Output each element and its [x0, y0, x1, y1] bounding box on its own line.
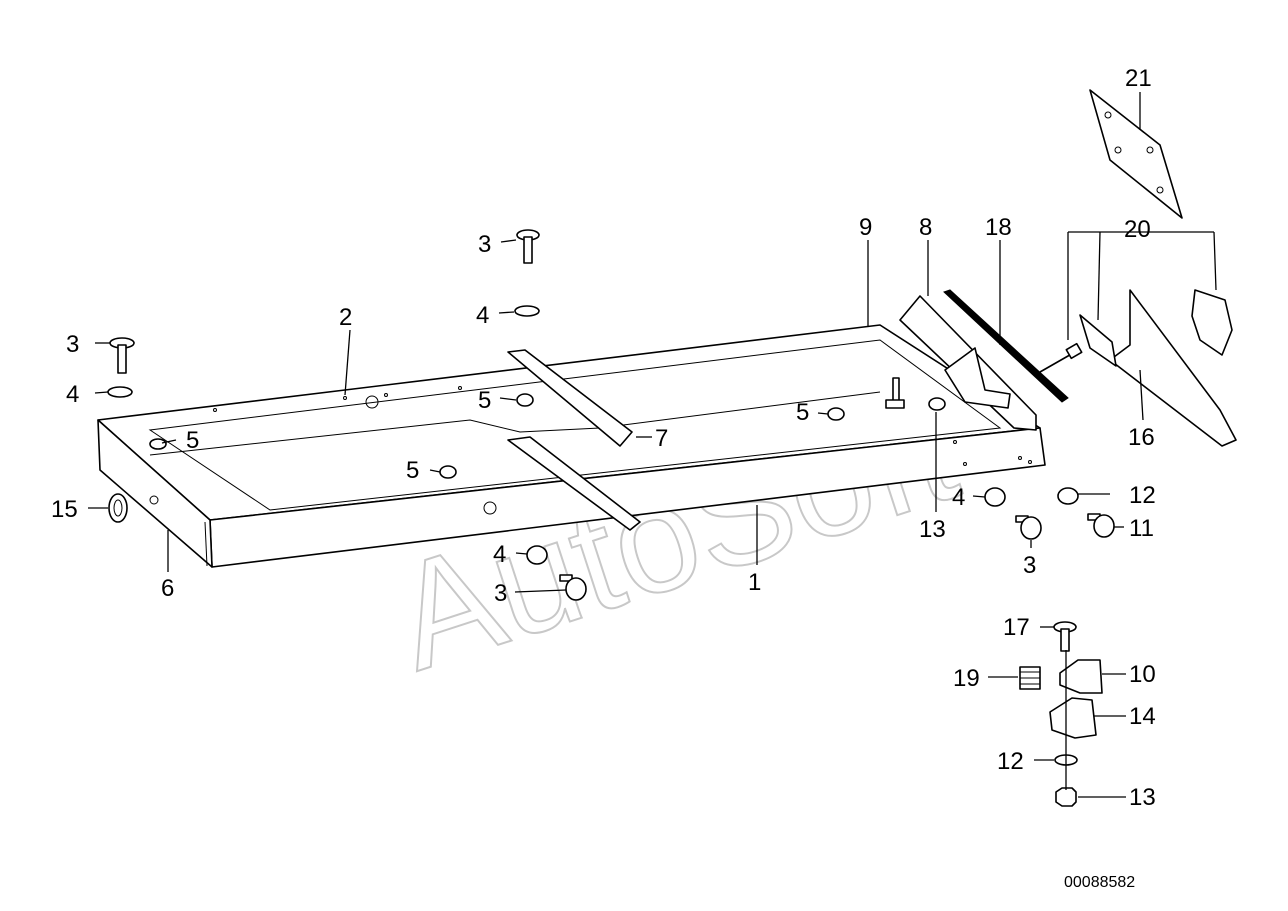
holder-bracket: [1109, 289, 1237, 447]
callout-1: 1: [748, 569, 761, 596]
frame-left-face: [97, 419, 213, 568]
washer-right: [984, 487, 1006, 507]
callout-5: 5: [796, 399, 809, 426]
license-holder: [1039, 289, 1237, 447]
callout-labels: 1 2 3 3 3 3 4 4 4 4 5 5 5 5 6 7 8 9 10 1…: [51, 65, 1156, 811]
bolt-bracket: [885, 377, 905, 409]
carrier-frame: [97, 324, 1046, 568]
callout-11: 11: [1129, 515, 1154, 542]
callout-13: 13: [1129, 784, 1156, 811]
callout-3: 3: [66, 331, 79, 358]
screw-far-right: [1087, 513, 1115, 538]
spring-clip: [1019, 666, 1041, 690]
callout-16: 16: [1128, 424, 1155, 451]
callout-14: 14: [1129, 703, 1156, 730]
callout-4: 4: [952, 484, 965, 511]
callout-13: 13: [919, 516, 946, 543]
bolt-left: [109, 337, 135, 374]
callout-5: 5: [406, 457, 419, 484]
callout-2: 2: [339, 304, 352, 331]
callout-17: 17: [1003, 614, 1030, 641]
screw-front: [559, 574, 587, 601]
nut-right: [827, 407, 845, 421]
callout-19: 19: [953, 665, 980, 692]
callout-10: 10: [1129, 661, 1156, 688]
callout-4: 4: [66, 381, 79, 408]
document-number: 00088582: [1064, 874, 1135, 891]
cross-bar-lower: [507, 436, 641, 531]
callout-5: 5: [186, 427, 199, 454]
bracket-kit: [1019, 621, 1103, 807]
washer-left: [107, 386, 133, 398]
plate: [1089, 89, 1183, 219]
callout-20: 20: [1124, 216, 1151, 243]
callout-6: 6: [161, 575, 174, 602]
nut-left: [149, 438, 167, 450]
rear-bracket-flange: [944, 347, 1011, 409]
callout-7: 7: [655, 425, 668, 452]
screw-right: [1015, 515, 1042, 540]
grommet: [108, 493, 128, 523]
nut-center: [516, 393, 534, 407]
frame-inner-edge: [148, 339, 1002, 511]
seal-strip: [943, 289, 1069, 403]
callout-5: 5: [478, 387, 491, 414]
nut-13: [1055, 787, 1077, 807]
cross-bar-upper: [507, 349, 633, 447]
callout-4: 4: [493, 541, 506, 568]
callout-8: 8: [919, 214, 932, 241]
callout-12: 12: [1129, 482, 1156, 509]
callout-15: 15: [51, 496, 78, 523]
washer-center: [514, 305, 540, 317]
callout-3: 3: [494, 580, 507, 607]
nut-bracket: [928, 397, 946, 411]
nut-front: [439, 465, 457, 479]
holder-clip: [1191, 289, 1233, 356]
holder-pad: [1079, 314, 1117, 367]
bracket-14: [1049, 697, 1097, 739]
callout-9: 9: [859, 214, 872, 241]
callout-21: 21: [1125, 65, 1152, 92]
leader-lines: [88, 92, 1217, 798]
callout-12: 12: [997, 748, 1024, 775]
screw-17: [1053, 621, 1077, 652]
callout-4: 4: [476, 302, 489, 329]
rear-bracket-assembly: [899, 289, 1069, 431]
washer-front: [526, 545, 548, 565]
cross-bar: [507, 349, 641, 531]
callout-3: 3: [478, 231, 491, 258]
callout-3: 3: [1023, 552, 1036, 579]
washer-far-right: [1057, 487, 1079, 505]
bracket-10: [1059, 659, 1103, 694]
callout-18: 18: [985, 214, 1012, 241]
bolt-center: [516, 229, 540, 264]
frame-crossmember: [149, 391, 881, 456]
